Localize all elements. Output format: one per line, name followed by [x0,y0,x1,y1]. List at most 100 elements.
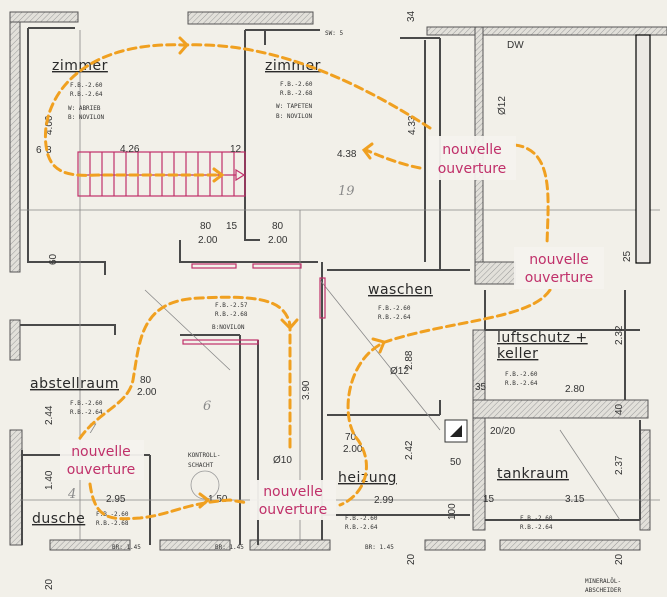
label-mineraloel: MINERALÖL- [585,578,621,585]
room-zimmer-right: zimmer [265,58,321,74]
room-tankraum: tankraum [497,466,569,482]
annotation-text: ouverture [67,462,136,478]
spec-floor: B: NOVILON [276,113,313,120]
dim: 60 [48,253,59,265]
dim: 100 [447,503,458,520]
handwritten-number: 4 [67,487,76,502]
room-waschen: waschen [368,282,433,298]
dim: 25 [622,250,633,262]
spec-fb: F.B.-2.60 [520,515,553,522]
dim: 70 [345,432,357,443]
annotation-nouvelle-ouverture-2: nouvelle ouverture [514,247,604,289]
annotation-text: ouverture [525,270,594,286]
room-luftschutzkeller: luftschutz + [497,330,588,346]
arrow-icon [371,337,387,354]
room-dusche: dusche [32,511,85,527]
arrow-icon [198,492,211,509]
dim: 2.95 [106,494,126,505]
room-heizung: heizung [338,470,397,486]
spec-floor: B:NOVILON [212,324,245,331]
dim: 2.99 [374,495,394,506]
arrow-icon [280,318,299,331]
dim: 20 [44,578,55,590]
annotation-text: ouverture [438,161,507,177]
dim: 2.32 [614,325,625,345]
label-mineraloel-2: ABSCHEIDER [585,587,622,594]
annotation-text: nouvelle [263,484,323,500]
spec-rb: R.B.-2.64 [378,314,411,321]
spec-rb: R.B.-2.64 [505,380,538,387]
dim: 2.44 [44,405,55,425]
spec-fb: F.B.-2.60 [70,400,103,407]
pink-openings [182,263,326,345]
dim: 4.33 [407,115,418,135]
dim: 2.00 [343,444,363,455]
label-duct: 20/20 [490,426,515,437]
spec-fb: F.B.-2.57 [215,302,248,309]
annotation-text: nouvelle [529,252,589,268]
label-kontrollschacht-2: SCHACHT [188,462,214,469]
spec-rb: R.B.-2.64 [345,524,378,531]
annotation-nouvelle-ouverture-1: nouvelle ouverture [428,136,516,180]
spec-rb: R.B.-2.68 [280,90,313,97]
dim: Ø12 [497,96,508,115]
spec-fb: F.B.-2.60 [280,81,313,88]
dim: 40 [614,403,625,415]
overlay-panel [635,34,651,264]
masonry-walls [9,11,667,551]
annotation-nouvelle-ouverture-3: nouvelle ouverture [60,440,144,480]
annotation-text: nouvelle [442,142,502,158]
dim: 2.42 [404,440,415,460]
spec-floor: B: NOVILON [68,114,105,121]
dim: 2.00 [268,235,288,246]
arrow-icon [212,167,225,183]
dim: 15 [226,221,238,232]
label-br: BR: 1.45 [215,544,244,551]
arrow-icon [361,142,374,160]
label-dw: DW [507,40,524,51]
room-luftschutzkeller-line2: keller [497,346,538,362]
handwritten-number: 19 [338,184,355,199]
dim: 4.06 [44,115,55,135]
dim: 20 [406,553,417,565]
dim: 80 [272,221,284,232]
dim: 15 [483,494,495,505]
dimensions: 4.06 4.26 12 4.38 4.33 34 Ø12 80 2.00 15… [36,10,633,590]
spec-rb: R.B.-2.64 [70,409,103,416]
spec-wall: W: TAPETEN [276,103,313,110]
dim: 8 [46,145,52,156]
handwritten-number: 6 [203,399,211,414]
arrow-icon [178,36,190,55]
dim: 1.50 [208,494,228,505]
spec-fb: F.B.-2.60 [378,305,411,312]
dim: 1.40 [44,470,55,490]
spec-fb: F.B.-2.60 [345,515,378,522]
dim: 12 [230,144,242,155]
dim: 34 [406,10,417,22]
route-path [78,295,292,452]
spec-rb: R.B.-2.68 [96,520,129,527]
spec-fb: F.B.-2.60 [70,82,103,89]
dim: 80 [200,221,212,232]
chimney-fill [450,425,462,437]
spec-rb: R.B.-2.68 [215,311,248,318]
label-kontrollschacht: KONTROLL- [188,452,221,459]
circulation-routes [43,36,552,521]
dim: 4.26 [120,144,140,155]
dim: 35 [475,382,487,393]
dim: 3.90 [301,380,312,400]
dim: 4.38 [337,149,357,160]
route-path [43,43,432,177]
annotation-text: nouvelle [71,444,131,460]
spec-rb: R.B.-2.64 [520,524,553,531]
dim: 2.00 [198,235,218,246]
dim: 2.80 [565,384,585,395]
annotation-nouvelle-ouverture-4: nouvelle ouverture [250,480,336,520]
label-br: BR: 1.45 [365,544,394,551]
route-path [513,143,550,247]
dim: 2.00 [137,387,157,398]
dim: 2.37 [614,455,625,475]
room-abstellraum: abstellraum [30,376,119,392]
dim: 80 [140,375,152,386]
dim: 50 [450,457,462,468]
